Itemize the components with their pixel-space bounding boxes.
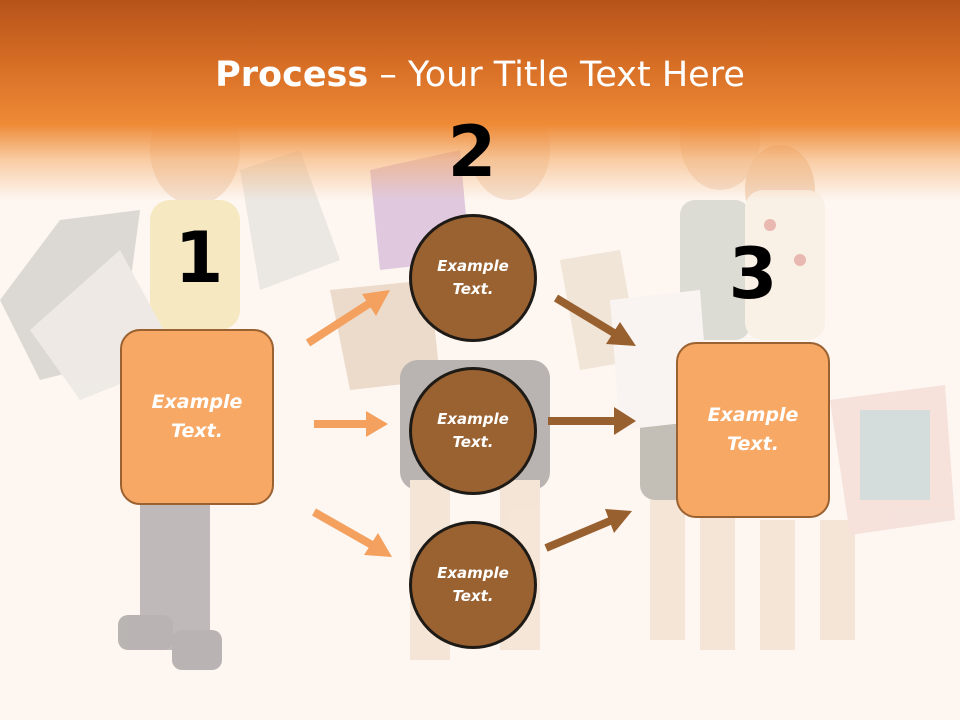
step-number-2: 2 [447,111,497,193]
step-3-label: Example Text. [707,404,799,455]
header-band [0,0,960,200]
middle-node-1: Example Text. [409,214,537,342]
middle-node-2: Example Text. [409,367,537,495]
slide-title: Process – Your Title Text Here [0,52,960,98]
step-number-3: 3 [728,233,778,315]
step-1-box: Example Text. [120,329,274,505]
middle-node-3-label: Example Text. [437,564,509,605]
step-number-1: 1 [174,217,224,299]
middle-node-1-label: Example Text. [437,257,509,298]
step-1-label: Example Text. [151,391,243,442]
middle-node-3: Example Text. [409,521,537,649]
title-bold: Process [215,55,369,95]
middle-node-2-label: Example Text. [437,410,509,451]
title-rest: – Your Title Text Here [368,55,745,95]
step-3-box: Example Text. [676,342,830,518]
